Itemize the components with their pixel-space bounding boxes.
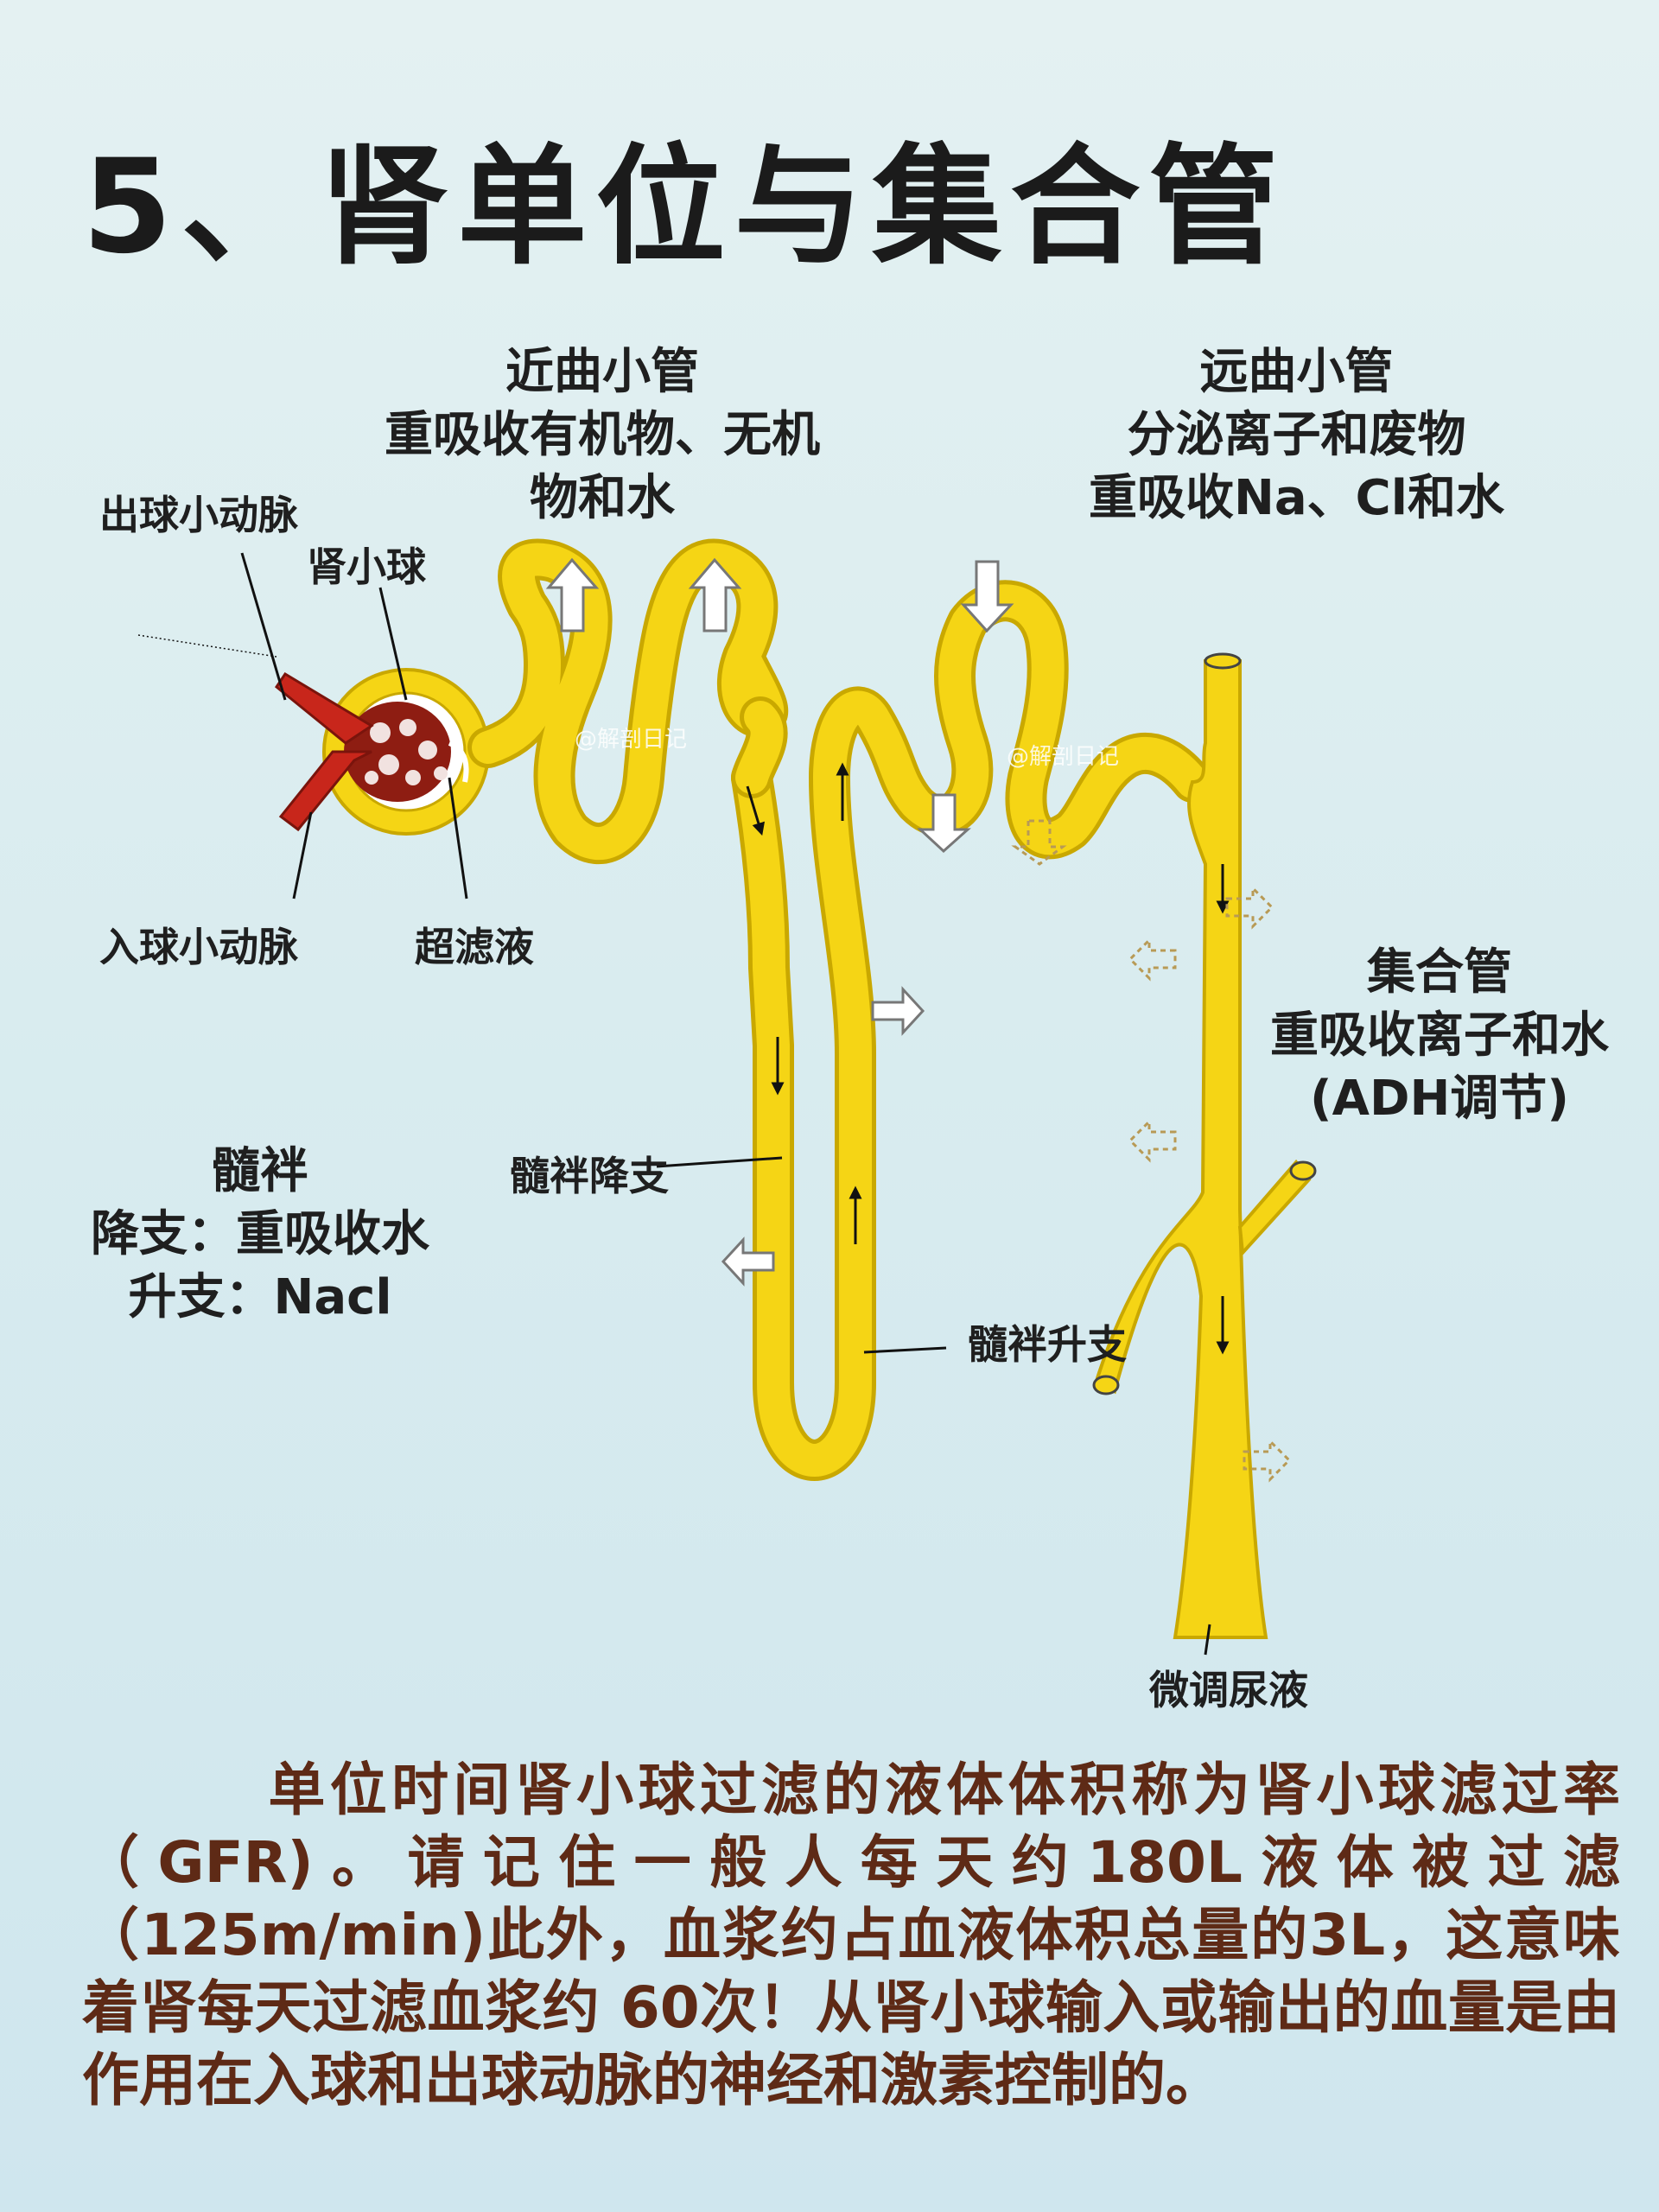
reabsorption-arrows xyxy=(545,557,1014,1287)
collecting-adh: (ADH调节) xyxy=(1310,1070,1569,1127)
secretion-arrows xyxy=(1011,819,1292,1483)
collecting-duct xyxy=(1092,652,1317,1639)
watermark-1: @解剖日记 xyxy=(575,727,688,753)
collecting-duct-label: 集合管 重吸收离子和水 (ADH调节) xyxy=(1270,942,1609,1130)
collecting-desc: 重吸收离子和水 xyxy=(1270,1007,1609,1064)
leader-lines xyxy=(137,552,1211,1656)
gfr-paragraph-text: 单位时间肾小球过滤的液体体积称为肾小球滤过率（GFR)。请记住一般人每天约180… xyxy=(82,1757,1620,2113)
ascending-limb-label: 髓袢升支 xyxy=(968,1321,1127,1368)
watermark-2: @解剖日记 xyxy=(1007,744,1120,770)
gfr-paragraph: 单位时间肾小球过滤的液体体积称为肾小球滤过率（GFR)。请记住一般人每天约180… xyxy=(82,1754,1620,2117)
ultrafiltrate-label: 超滤液 xyxy=(415,924,534,970)
efferent-arteriole-label: 出球小动脉 xyxy=(99,492,298,538)
proximal-desc-1: 重吸收有机物、无机 xyxy=(385,406,820,463)
loop-ascending-function: 升支：Nacl xyxy=(128,1268,392,1325)
distal-desc-2: 重吸收Na、Cl和水 xyxy=(1089,469,1504,526)
glomerulus-label: 肾小球 xyxy=(307,543,426,590)
loop-title: 髓袢 xyxy=(212,1143,308,1199)
collecting-title: 集合管 xyxy=(1367,944,1512,1001)
arterioles xyxy=(274,671,374,832)
afferent-arteriole-label: 入球小动脉 xyxy=(99,924,298,970)
flow-arrows xyxy=(746,762,862,1244)
distal-tubule-label: 远曲小管 分泌离子和废物 重吸收Na、Cl和水 xyxy=(1089,341,1504,530)
loop-descending-function: 降支：重吸收水 xyxy=(91,1205,429,1262)
proximal-desc-2: 物和水 xyxy=(530,469,675,526)
distal-title: 远曲小管 xyxy=(1199,344,1394,400)
proximal-title: 近曲小管 xyxy=(505,344,699,400)
proximal-tubule-label: 近曲小管 重吸收有机物、无机 物和水 xyxy=(385,341,820,530)
descending-limb-label: 髓袢降支 xyxy=(510,1153,669,1199)
loop-of-henle-label: 髓袢 降支：重吸收水 升支：Nacl xyxy=(91,1141,429,1329)
page-title: 5、肾单位与集合管 xyxy=(82,132,1287,283)
urine-label: 微调尿液 xyxy=(1149,1667,1308,1713)
distal-desc-1: 分泌离子和废物 xyxy=(1127,406,1466,463)
